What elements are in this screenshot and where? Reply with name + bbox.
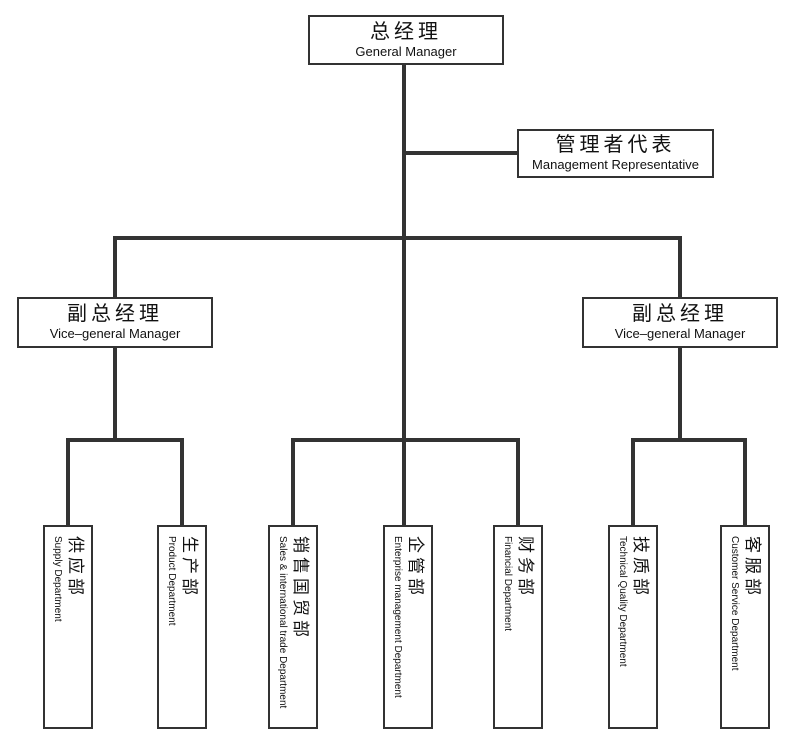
connector-drop-sales <box>291 438 295 525</box>
general-manager-label-en: General Manager <box>355 43 457 59</box>
connector-drop-supply <box>66 438 70 525</box>
connector-vgm-left-descender <box>113 347 117 440</box>
node-product-department: 生产部 Product Department <box>157 525 207 729</box>
enterprise-management-department-label-zh: 企管部 <box>406 536 426 599</box>
vice-general-manager-left-label-en: Vice–general Manager <box>49 326 181 342</box>
node-management-representative: 管理者代表 Management Representative <box>517 129 714 178</box>
product-department-label-zh: 生产部 <box>180 536 200 599</box>
connector-vgm-rail <box>113 236 682 240</box>
node-enterprise-management-department: 企管部 Enterprise management Department <box>383 525 433 729</box>
connector-vgm-left-drop <box>113 236 117 298</box>
sales-international-trade-department-label-zh: 销售国贸部 <box>291 536 311 641</box>
enterprise-management-department-label-en: Enterprise management Department <box>391 536 403 698</box>
supply-department-label-zh: 供应部 <box>66 536 86 599</box>
connector-center-vertical <box>402 65 406 525</box>
node-vice-general-manager-left: 副总经理 Vice–general Manager <box>17 297 213 348</box>
management-representative-label-en: Management Representative <box>532 157 699 173</box>
node-supply-department: 供应部 Supply Department <box>43 525 93 729</box>
connector-left-rail <box>66 438 184 442</box>
connector-drop-customer-service <box>743 438 747 525</box>
node-financial-department: 财务部 Financial Department <box>493 525 543 729</box>
financial-department-label: 财务部 Financial Department <box>495 527 541 725</box>
connector-vgm-right-drop <box>678 236 682 298</box>
technical-quality-department-label-zh: 技质部 <box>631 536 651 599</box>
node-technical-quality-department: 技质部 Technical Quality Department <box>608 525 658 729</box>
management-representative-label-zh: 管理者代表 <box>555 134 676 157</box>
connector-drop-financial <box>516 438 520 525</box>
financial-department-label-zh: 财务部 <box>516 536 536 599</box>
technical-quality-department-label: 技质部 Technical Quality Department <box>610 527 656 725</box>
supply-department-label-en: Supply Department <box>51 536 63 622</box>
connector-management-rep-branch <box>402 151 519 155</box>
general-manager-label-zh: 总经理 <box>370 20 442 43</box>
node-general-manager: 总经理 General Manager <box>308 15 504 65</box>
connector-middle-rail <box>291 438 520 442</box>
sales-international-trade-department-label-en: Sales & international trade Department <box>276 536 288 709</box>
node-customer-service-department: 客服部 Customer Service Department <box>720 525 770 729</box>
connector-vgm-right-descender <box>678 347 682 440</box>
connector-drop-technical-quality <box>631 438 635 525</box>
vice-general-manager-right-label-en: Vice–general Manager <box>614 326 746 342</box>
technical-quality-department-label-en: Technical Quality Department <box>616 536 628 667</box>
connector-drop-product <box>180 438 184 525</box>
connector-right-rail <box>631 438 747 442</box>
node-vice-general-manager-right: 副总经理 Vice–general Manager <box>582 297 778 348</box>
customer-service-department-label-zh: 客服部 <box>743 536 763 599</box>
node-sales-international-trade-department: 销售国贸部 Sales & international trade Depart… <box>268 525 318 729</box>
supply-department-label: 供应部 Supply Department <box>45 527 91 725</box>
product-department-label-en: Product Department <box>165 536 177 626</box>
sales-international-trade-department-label: 销售国贸部 Sales & international trade Depart… <box>270 527 316 725</box>
product-department-label: 生产部 Product Department <box>159 527 205 725</box>
vice-general-manager-right-label-zh: 副总经理 <box>632 303 728 326</box>
vice-general-manager-left-label-zh: 副总经理 <box>67 303 163 326</box>
customer-service-department-label: 客服部 Customer Service Department <box>722 527 768 725</box>
customer-service-department-label-en: Customer Service Department <box>728 536 740 671</box>
financial-department-label-en: Financial Department <box>501 536 513 632</box>
enterprise-management-department-label: 企管部 Enterprise management Department <box>385 527 431 725</box>
